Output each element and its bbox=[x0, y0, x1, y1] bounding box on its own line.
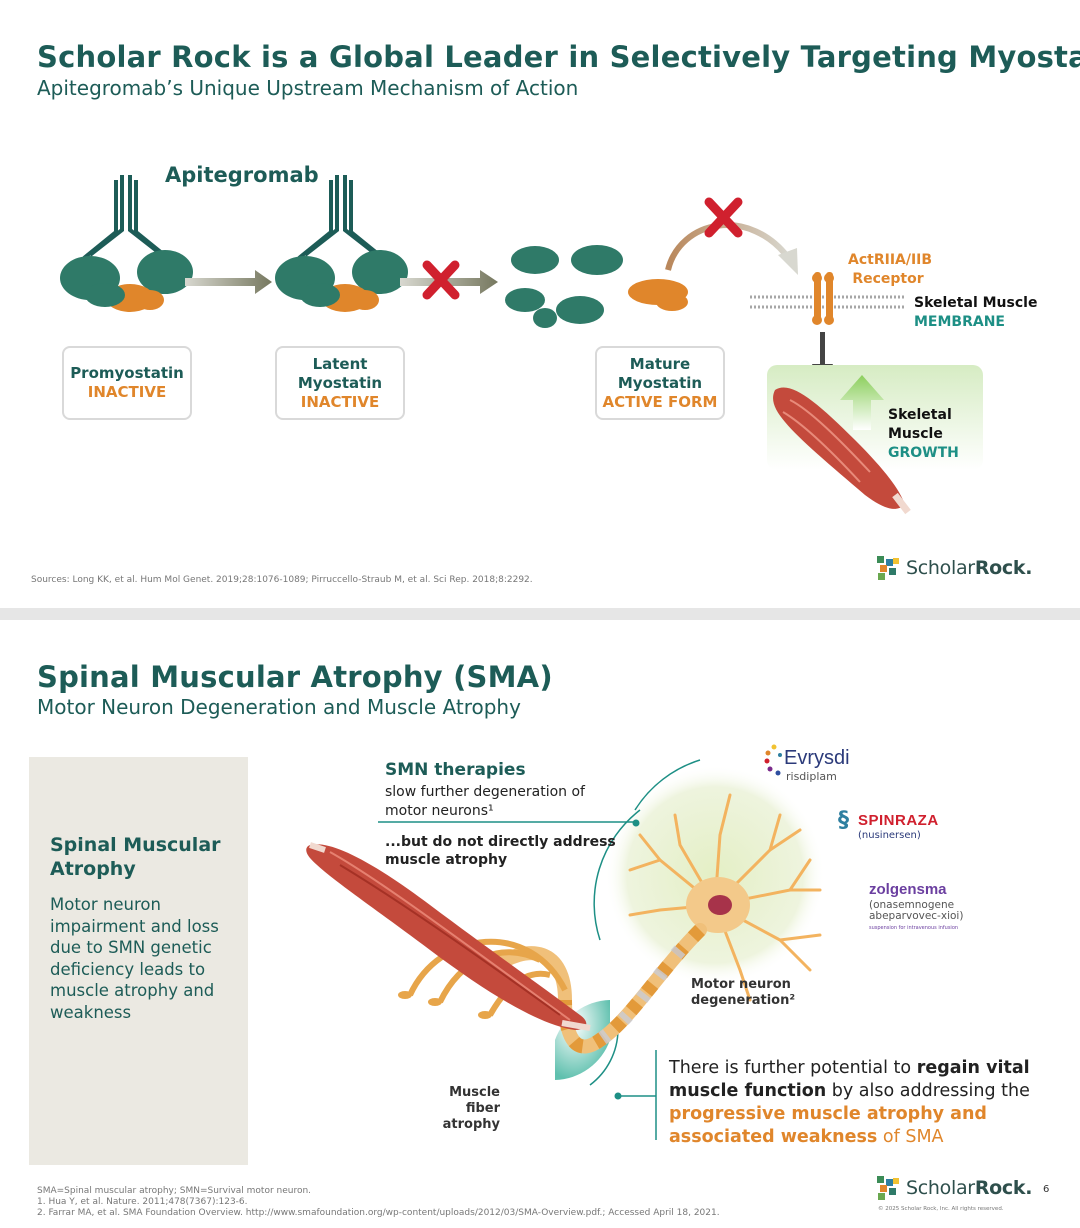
footnote-1: 1. Hua Y, et al. Nature. 2011;478(7367):… bbox=[37, 1197, 248, 1207]
page-number: 6 bbox=[1043, 1184, 1049, 1195]
slide1-subtitle: Apitegromab’s Unique Upstream Mechanism … bbox=[37, 76, 578, 100]
potential-statement: There is further potential to regain vit… bbox=[669, 1057, 1030, 1149]
sources-footnote: Sources: Long KK, et al. Hum Mol Genet. … bbox=[31, 575, 533, 585]
panel-heading: Spinal Muscular Atrophy bbox=[50, 833, 221, 881]
membrane-label: Skeletal Muscle MEMBRANE bbox=[914, 294, 1037, 332]
slide-mechanism: Scholar Rock is a Global Leader in Selec… bbox=[0, 0, 1080, 608]
mature-myostatin-protein bbox=[628, 279, 688, 311]
receptor-label: ActRIIA/IIB Receptor bbox=[848, 251, 928, 289]
slide1-title: Scholar Rock is a Global Leader in Selec… bbox=[37, 40, 1080, 74]
muscle-fiber-illustration bbox=[306, 844, 590, 1030]
box-line2: Myostatin bbox=[277, 374, 403, 393]
motor-neuron-label: Motor neuron degeneration² bbox=[691, 977, 795, 1009]
blocked-x-icon bbox=[709, 202, 738, 233]
box-line1: Mature bbox=[597, 355, 723, 374]
curve-arrow-icon bbox=[668, 225, 790, 270]
smn-heading: SMN therapies bbox=[385, 760, 526, 780]
scholar-rock-logo: ScholarRock. bbox=[877, 1176, 1032, 1200]
arrow-icon bbox=[185, 270, 272, 294]
box-status: INACTIVE bbox=[277, 393, 403, 412]
evrysdi-dots-icon bbox=[764, 743, 784, 779]
smn-description: slow further degeneration of motor neuro… bbox=[385, 783, 585, 820]
box-line1: Latent bbox=[277, 355, 403, 374]
muscle-fiber-label: Muscle fiber atrophy bbox=[423, 1085, 500, 1133]
box-line1: Promyostatin bbox=[64, 364, 190, 383]
scholar-rock-logo: ScholarRock. bbox=[877, 556, 1032, 580]
copyright: © 2025 Scholar Rock, Inc. All rights res… bbox=[878, 1206, 1004, 1212]
box-status: INACTIVE bbox=[64, 383, 190, 402]
latent-myostatin-protein bbox=[275, 250, 408, 312]
logo-mark-icon bbox=[877, 1176, 901, 1200]
box-status: ACTIVE FORM bbox=[597, 393, 723, 412]
slide-sma: Spinal Muscular Atrophy (SMA) Motor Neur… bbox=[0, 620, 1080, 1228]
cleaved-prodomain-fragments bbox=[505, 245, 623, 328]
footnote-abbrev: SMA=Spinal muscular atrophy; SMN=Surviva… bbox=[37, 1186, 311, 1196]
antibody-icon bbox=[84, 175, 168, 258]
logo-mark-icon bbox=[877, 556, 901, 580]
promyostatin-box: Promyostatin INACTIVE bbox=[62, 346, 192, 420]
slide2-title: Spinal Muscular Atrophy (SMA) bbox=[37, 660, 553, 694]
smn-limitation: ...but do not directly address muscle at… bbox=[385, 833, 616, 869]
promyostatin-protein bbox=[60, 250, 193, 312]
slide2-subtitle: Motor Neuron Degeneration and Muscle Atr… bbox=[37, 695, 521, 719]
mechanism-diagram bbox=[0, 160, 1080, 530]
antibody-icon bbox=[299, 175, 383, 258]
panel-body: Motor neuron impairment and loss due to … bbox=[50, 894, 219, 1024]
sma-info-panel: Spinal Muscular Atrophy Motor neuron imp… bbox=[29, 757, 248, 1165]
spinraza-s-icon: § bbox=[838, 810, 854, 832]
box-line2: Myostatin bbox=[597, 374, 723, 393]
footnote-2: 2. Farrar MA, et al. SMA Foundation Over… bbox=[37, 1208, 720, 1218]
latent-myostatin-box: Latent Myostatin INACTIVE bbox=[275, 346, 405, 420]
mature-myostatin-box: Mature Myostatin ACTIVE FORM bbox=[595, 346, 725, 420]
growth-label: Skeletal Muscle GROWTH bbox=[888, 406, 959, 463]
